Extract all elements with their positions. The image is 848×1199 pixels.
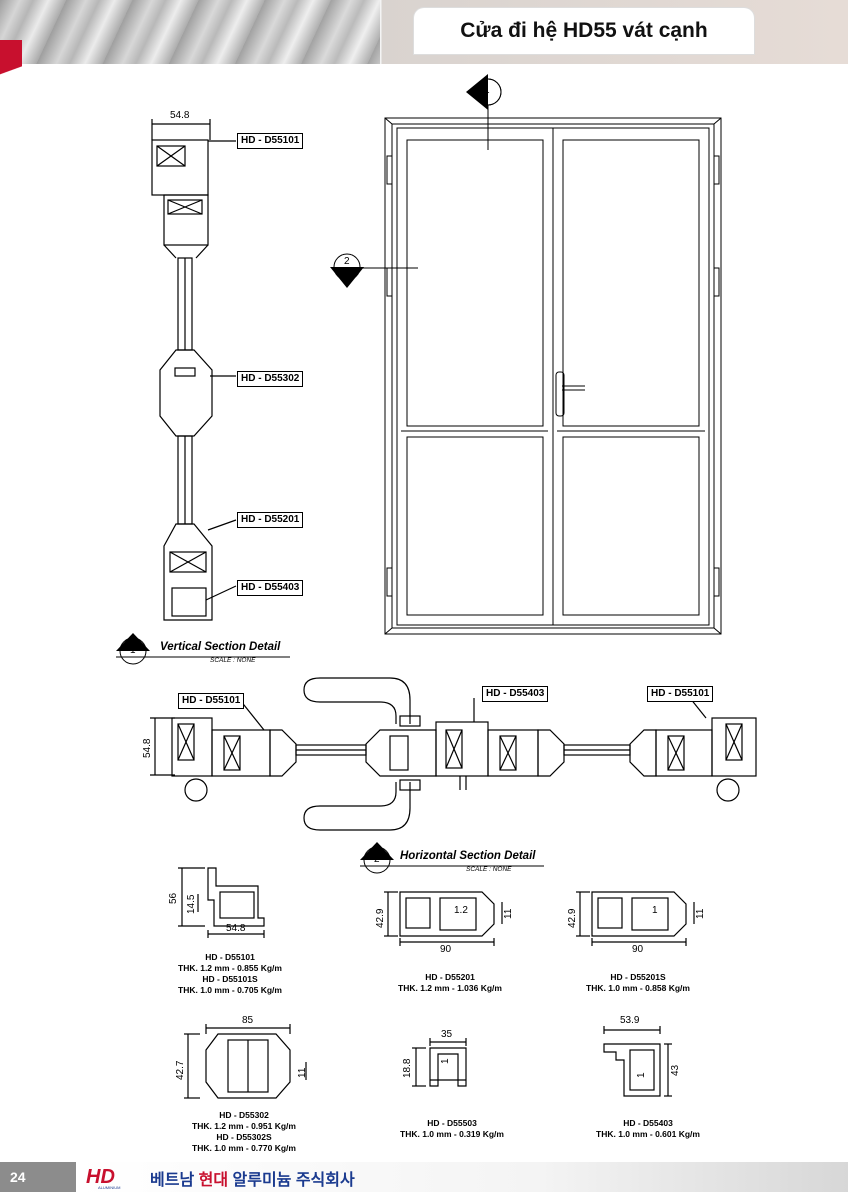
- company-name: 베트남 현대 알루미늄 주식회사: [150, 1166, 355, 1190]
- p6-width-dim: 53.9: [620, 1015, 640, 1026]
- company-name-b: 현대: [198, 1172, 229, 1189]
- page-title: Cửa đi hệ HD55 vát cạnh: [460, 19, 708, 42]
- p2-thk-dim: 1.2: [454, 905, 468, 916]
- p1-inner-dim: 14.5: [186, 894, 197, 914]
- logo-sub-text: ALUMINIUM: [98, 1185, 120, 1190]
- label-v-d55302: HD - D55302: [237, 371, 304, 387]
- marker-2-text: 2: [344, 256, 350, 267]
- p2-side-dim: 11: [503, 908, 514, 919]
- section-marker-2-side: [330, 253, 364, 288]
- p3-side-dim: 11: [695, 908, 706, 919]
- spec-p6-line1: HD - D55403: [623, 1118, 673, 1128]
- company-name-c: 알루미늄 주식회사: [228, 1172, 355, 1189]
- vertical-section-scale: SCALE : NONE: [210, 657, 256, 664]
- spec-p3-line1: HD - D55201S: [610, 972, 666, 982]
- footer-bar: [76, 1162, 848, 1192]
- label-v-d55403: HD - D55403: [237, 580, 304, 596]
- label-h-d55101-right: HD - D55101: [647, 686, 714, 702]
- company-name-a: 베트남: [150, 1172, 199, 1189]
- page-header: Cửa đi hệ HD55 vát cạnh: [0, 0, 848, 100]
- section-marker-1-top: [466, 74, 502, 110]
- label-v-d55101: HD - D55101: [237, 133, 304, 149]
- company-logo-icon: HD ALUMINIUM: [86, 1166, 120, 1190]
- spec-p4-line2: THK. 1.2 mm - 0.951 Kg/m: [192, 1121, 296, 1131]
- header-photo-banner: [0, 0, 380, 64]
- spec-p4-line1: HD - D55302: [219, 1110, 269, 1120]
- page-footer: 24 HD ALUMINIUM 베트남 현대 알루미늄 주식회사: [0, 1160, 848, 1199]
- p5-width-dim: 35: [441, 1029, 453, 1040]
- p6-thk-dim: 1: [636, 1072, 647, 1078]
- h-marker-text: 2: [374, 854, 380, 865]
- p1-height-dim: 56: [168, 892, 179, 904]
- horizontal-section-marker: [360, 842, 544, 874]
- page-title-box: Cửa đi hệ HD55 vát cạnh: [414, 8, 754, 54]
- label-h-d55403: HD - D55403: [482, 686, 549, 702]
- v-width-dim: 54.8: [170, 110, 190, 121]
- p3-thk-dim: 1: [652, 905, 658, 916]
- vertical-section-title: Vertical Section Detail: [160, 641, 281, 653]
- page-number: 24: [0, 1162, 76, 1192]
- p4-width-dim: 85: [242, 1015, 254, 1026]
- spec-p2: HD - D55201 THK. 1.2 mm - 1.036 Kg/m: [390, 972, 510, 994]
- label-h-d55101-left: HD - D55101: [178, 693, 245, 709]
- label-v-d55201: HD - D55201: [237, 512, 304, 528]
- spec-p1-line1: HD - D55101: [205, 952, 255, 962]
- spec-p2-line1: HD - D55201: [425, 972, 475, 982]
- spec-p4-line4: THK. 1.0 mm - 0.770 Kg/m: [192, 1143, 296, 1153]
- spec-p6: HD - D55403 THK. 1.0 mm - 0.601 Kg/m: [588, 1118, 708, 1140]
- spec-p2-line2: THK. 1.2 mm - 1.036 Kg/m: [398, 983, 502, 993]
- p2-width-dim: 90: [440, 944, 452, 955]
- spec-p1: HD - D55101 THK. 1.2 mm - 0.855 Kg/m HD …: [170, 952, 290, 996]
- horizontal-section-scale: SCALE : NONE: [466, 866, 512, 873]
- spec-p1-line4: THK. 1.0 mm - 0.705 Kg/m: [178, 985, 282, 995]
- spec-p4: HD - D55302 THK. 1.2 mm - 0.951 Kg/m HD …: [184, 1110, 304, 1154]
- v-marker-text: 1: [130, 645, 136, 656]
- p3-width-dim: 90: [632, 944, 644, 955]
- p5-thk-dim: 1: [440, 1058, 451, 1064]
- logo-text: HD: [86, 1166, 115, 1188]
- spec-p3: HD - D55201S THK. 1.0 mm - 0.858 Kg/m: [578, 972, 698, 994]
- vertical-section-marker: [116, 633, 290, 665]
- p5-height-dim: 18.8: [402, 1058, 413, 1078]
- horizontal-section-title: Horizontal Section Detail: [400, 850, 536, 862]
- spec-p3-line2: THK. 1.0 mm - 0.858 Kg/m: [586, 983, 690, 993]
- spec-p1-line2: THK. 1.2 mm - 0.855 Kg/m: [178, 963, 282, 973]
- p4-side-dim: 11: [297, 1067, 308, 1078]
- p3-height-dim: 42.9: [567, 908, 578, 928]
- header-red-accent: [0, 40, 22, 100]
- spec-p1-line3: HD - D55101S: [202, 974, 258, 984]
- spec-p4-line3: HD - D55302S: [216, 1132, 272, 1142]
- p4-height-dim: 42.7: [175, 1060, 186, 1080]
- spec-p5-line1: HD - D55503: [427, 1118, 477, 1128]
- marker-1-text: 1: [484, 85, 490, 96]
- spec-p5: HD - D55503 THK. 1.0 mm - 0.319 Kg/m: [392, 1118, 512, 1140]
- spec-p5-line2: THK. 1.0 mm - 0.319 Kg/m: [400, 1129, 504, 1139]
- p1-width-dim: 54.8: [226, 923, 246, 934]
- spec-p6-line2: THK. 1.0 mm - 0.601 Kg/m: [596, 1129, 700, 1139]
- p2-height-dim: 42.9: [375, 908, 386, 928]
- p6-height-dim: 43: [670, 1064, 681, 1076]
